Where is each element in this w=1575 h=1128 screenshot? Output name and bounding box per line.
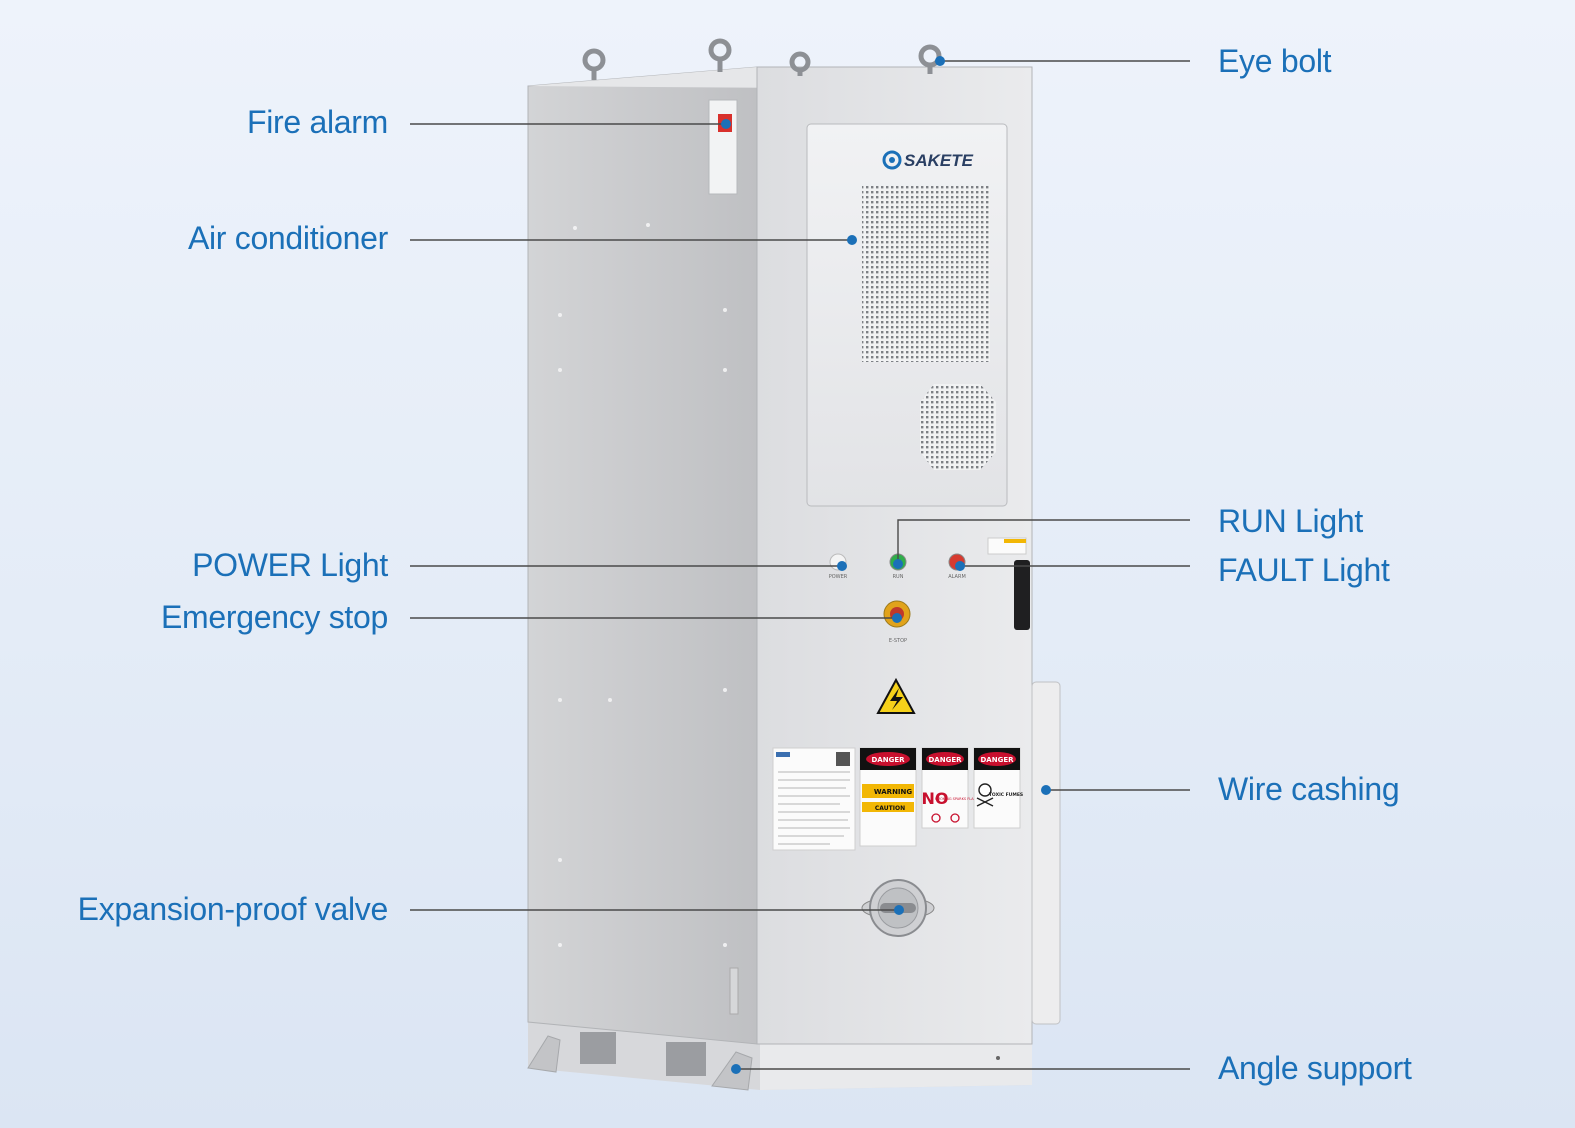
cabinet-base [527,1022,1032,1091]
warning-sign: WARNING [874,788,913,796]
dot-emergency-stop [892,613,902,623]
label-air-conditioner: Air conditioner [187,220,388,256]
high-voltage-icon [876,677,916,714]
danger-sign-2: DANGER [928,756,962,764]
dot-run-light [893,559,903,569]
door-handle [1014,560,1030,630]
label-angle-support: Angle support [1218,1050,1412,1086]
info-label-sticker [772,747,856,851]
power-indicator-label: POWER [829,574,848,580]
leader-line-run-light [897,519,1190,563]
label-eye-bolt: Eye bolt [1218,43,1332,79]
skull-icon [976,783,994,807]
callout-dots [721,56,1051,1074]
no-sign: NO [922,789,949,808]
air-conditioner-unit: SAKETE [806,123,1008,507]
angle-support-left [527,1035,561,1073]
eye-bolts [582,38,942,80]
alarm-indicator-label: ALARM [948,574,966,580]
run-indicator-label: RUN [893,574,904,580]
wire-trunking [1031,681,1061,1025]
dot-angle-support [731,1064,741,1074]
dot-fault-light [955,561,965,571]
label-expansion-valve: Expansion-proof valve [77,891,389,927]
dot-power-light [837,561,847,571]
leader-lines [410,60,1190,1070]
danger-sign-1: DANGER [871,756,905,764]
no-sign-detail: SMOKING SPARKS FLAMES [935,797,982,801]
small-sticker [987,537,1027,555]
label-power-light: POWER Light [192,547,388,583]
dot-eye-bolt [935,56,945,66]
cabinet-side-panel [527,66,758,1045]
toxic-sign: TOXIC FUMES [989,792,1023,798]
label-fire-alarm: Fire alarm [246,104,388,140]
label-fault-light: FAULT Light [1218,552,1390,588]
safety-signs: DANGER WARNING CAUTION DANGER NO SMOKING… [859,747,1023,847]
fire-alarm-unit [708,99,738,195]
label-emergency-stop: Emergency stop [160,599,388,635]
label-run-light: RUN Light [1218,503,1363,539]
dot-expansion-valve [894,905,904,915]
caution-sign: CAUTION [875,805,905,812]
dot-wire-cashing [1041,785,1051,795]
brand-name: SAKETE [904,151,974,170]
estop-label: E-STOP [889,638,907,644]
label-wire-cashing: Wire cashing [1218,771,1400,807]
dot-air-conditioner [847,235,857,245]
danger-sign-3: DANGER [980,756,1014,764]
brand-logo-icon [882,150,902,170]
dot-fire-alarm [721,119,731,129]
